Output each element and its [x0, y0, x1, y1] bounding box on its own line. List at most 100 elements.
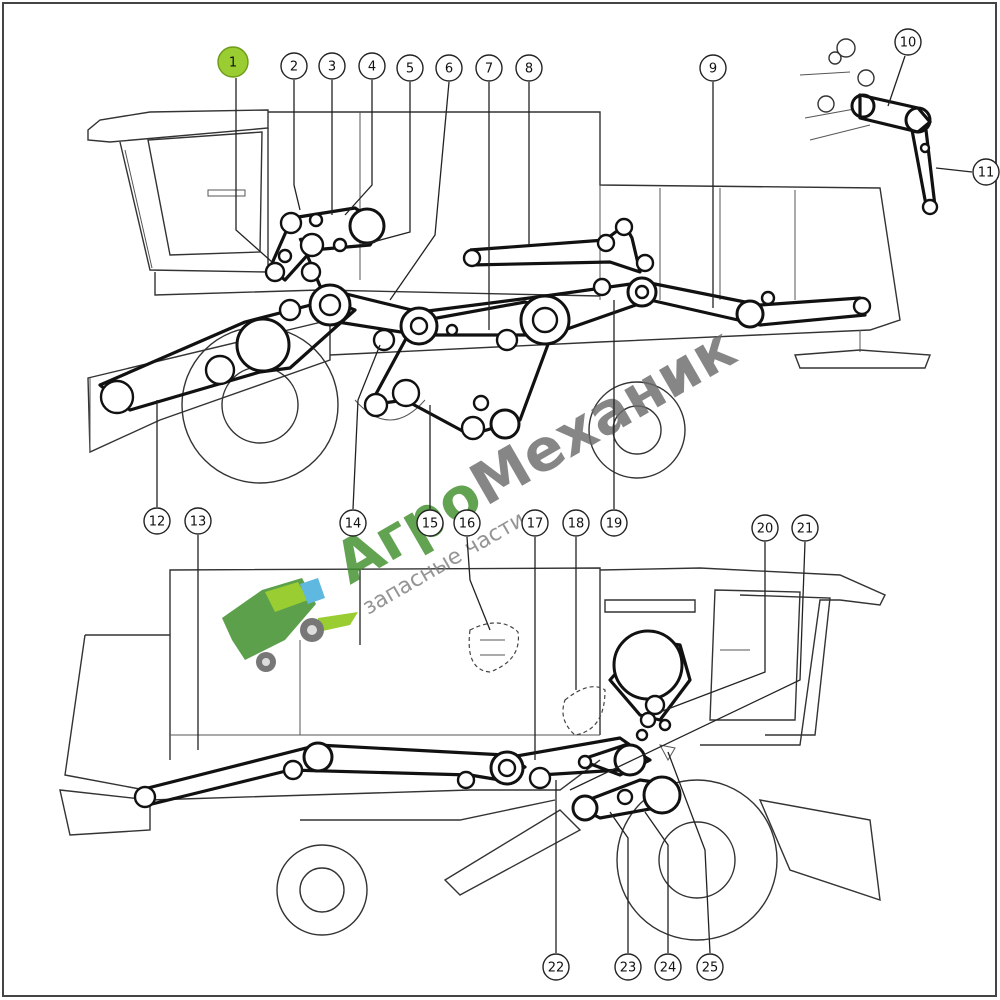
callout-label-11: 11: [978, 166, 995, 181]
callout-label-21: 21: [797, 522, 814, 537]
callout-22: 22: [542, 953, 570, 981]
callout-21: 21: [791, 514, 819, 542]
callout-19: 19: [600, 509, 628, 537]
callout-circle-18: [562, 509, 590, 537]
callout-label-10: 10: [900, 36, 917, 51]
callout-leader-2: [293, 80, 301, 211]
callout-label-5: 5: [406, 62, 414, 77]
callout-label-12: 12: [149, 515, 166, 530]
bottom-combine-outline: [59, 567, 886, 941]
callout-circle-11: [972, 158, 1000, 186]
callout-circle-14: [339, 509, 367, 537]
callout-leader-14: [352, 344, 381, 510]
callout-label-2: 2: [290, 60, 298, 75]
callout-circle-9: [699, 54, 727, 82]
callout-label-15: 15: [422, 517, 439, 532]
callout-15: 15: [416, 509, 444, 537]
watermark: АгроМеханик запасные части: [222, 313, 747, 672]
callout-circle-8: [515, 54, 543, 82]
callout-circle-24: [654, 953, 682, 981]
callout-6: 6: [435, 54, 463, 82]
callout-circle-10: [894, 28, 922, 56]
callout-label-17: 17: [527, 517, 544, 532]
callout-circle-12: [143, 507, 171, 535]
callout-circle-19: [600, 509, 628, 537]
callout-leader-4: [344, 80, 373, 216]
callout-17: 17: [521, 509, 549, 537]
callout-circle-16: [453, 509, 481, 537]
callout-label-18: 18: [568, 517, 585, 532]
callout-label-16: 16: [459, 517, 476, 532]
callout-label-23: 23: [620, 961, 637, 976]
callout-12: 12: [143, 507, 171, 535]
callout-label-9: 9: [709, 62, 717, 77]
callout-1: 1: [217, 46, 249, 78]
callout-leaders: [156, 55, 973, 954]
callout-leader-23: [609, 811, 629, 953]
callout-24: 24: [654, 953, 682, 981]
callout-label-13: 13: [190, 515, 207, 530]
callout-2: 2: [280, 52, 308, 80]
callout-leader-6: [389, 81, 450, 301]
callout-label-14: 14: [345, 517, 362, 532]
callout-label-8: 8: [525, 62, 533, 77]
callout-13: 13: [184, 507, 212, 535]
callout-leader-10: [887, 55, 906, 107]
callout-label-19: 19: [606, 517, 623, 532]
callout-25: 25: [696, 953, 724, 981]
callout-10: 10: [894, 28, 922, 56]
callout-circle-20: [751, 514, 779, 542]
callout-circle-6: [435, 54, 463, 82]
callout-leader-25: [667, 751, 711, 954]
callout-circle-7: [475, 54, 503, 82]
callout-20: 20: [751, 514, 779, 542]
callout-circle-23: [614, 953, 642, 981]
callout-leader-1: [235, 78, 273, 263]
callout-label-22: 22: [548, 961, 565, 976]
callout-label-6: 6: [445, 62, 453, 77]
callout-label-24: 24: [660, 961, 677, 976]
callout-label-25: 25: [702, 961, 719, 976]
callout-circle-2: [280, 52, 308, 80]
callout-circle-4: [358, 52, 386, 80]
inset-detail: [799, 38, 939, 216]
callout-3: 3: [318, 52, 346, 80]
callout-7: 7: [475, 54, 503, 82]
callout-label-1: 1: [229, 56, 237, 71]
callout-circle-15: [416, 509, 444, 537]
bottom-pulleys: [133, 629, 684, 822]
callout-label-20: 20: [757, 522, 774, 537]
top-pulleys: [99, 207, 872, 441]
callout-14: 14: [339, 509, 367, 537]
callout-leader-11: [935, 167, 973, 173]
callout-11: 11: [972, 158, 1000, 186]
callout-18: 18: [562, 509, 590, 537]
callout-label-3: 3: [328, 60, 336, 75]
callout-circle-22: [542, 953, 570, 981]
callout-circle-17: [521, 509, 549, 537]
callout-4: 4: [358, 52, 386, 80]
callout-5: 5: [396, 54, 424, 82]
callout-circle-5: [396, 54, 424, 82]
callout-9: 9: [699, 54, 727, 82]
callout-leader-5: [361, 82, 411, 246]
callout-leader-16: [466, 536, 491, 631]
callout-circle-3: [318, 52, 346, 80]
callout-label-4: 4: [368, 60, 376, 75]
callout-circle-21: [791, 514, 819, 542]
callout-label-7: 7: [485, 62, 493, 77]
callout-leader-21: [569, 541, 806, 791]
callout-circle-25: [696, 953, 724, 981]
callout-leader-24: [644, 811, 669, 953]
callout-leader-20: [659, 542, 766, 713]
combine-harvester-icon: [222, 578, 358, 672]
callout-circle-1: [217, 46, 249, 78]
callout-23: 23: [614, 953, 642, 981]
callout-8: 8: [515, 54, 543, 82]
callout-16: 16: [453, 509, 481, 537]
callout-circle-13: [184, 507, 212, 535]
